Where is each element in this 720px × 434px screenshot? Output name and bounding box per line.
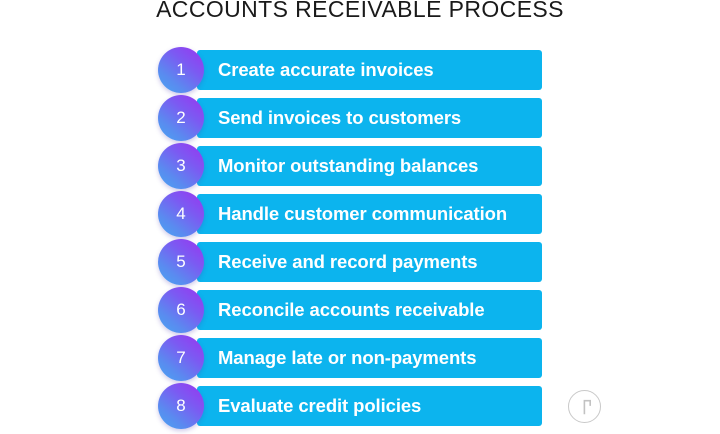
step-number-circle: 2 [158, 95, 204, 141]
step-label: Evaluate credit policies [218, 395, 422, 416]
step-number-circle: 4 [158, 191, 204, 237]
list-item[interactable]: 5 Receive and record payments [0, 239, 720, 285]
pointer-flag-icon[interactable] [568, 390, 601, 423]
step-number: 2 [176, 108, 186, 127]
step-number-circle: 3 [158, 143, 204, 189]
step-number-circle: 7 [158, 335, 204, 381]
step-number: 1 [176, 60, 186, 79]
step-number: 8 [176, 396, 186, 415]
step-number: 3 [176, 156, 186, 175]
step-number: 7 [176, 348, 186, 367]
list-item[interactable]: 2 Send invoices to customers [0, 95, 720, 141]
list-item[interactable]: 6 Reconcile accounts receivable [0, 287, 720, 333]
step-bar[interactable] [197, 386, 542, 426]
list-item[interactable]: 7 Manage late or non-payments [0, 335, 720, 381]
list-item[interactable]: 4 Handle customer communication [0, 191, 720, 237]
step-label: Handle customer communication [218, 203, 508, 224]
step-label: Send invoices to customers [218, 107, 462, 128]
step-bar[interactable] [197, 50, 542, 90]
process-step-list: 1 Create accurate invoices 2 Send invoic… [0, 47, 720, 434]
step-bar[interactable] [197, 98, 542, 138]
step-number: 4 [176, 204, 186, 223]
step-label: Receive and record payments [218, 251, 478, 272]
list-item[interactable]: 8 Evaluate credit policies [0, 383, 720, 429]
step-bar[interactable] [197, 290, 542, 330]
list-item[interactable]: 3 Monitor outstanding balances [0, 143, 720, 189]
step-number-circle: 1 [158, 47, 204, 93]
step-label: Manage late or non-payments [218, 347, 477, 368]
step-number-circle: 8 [158, 383, 204, 429]
step-label: Create accurate invoices [218, 59, 434, 80]
step-bar[interactable] [197, 194, 542, 234]
list-item[interactable]: 1 Create accurate invoices [0, 47, 720, 93]
step-bar[interactable] [197, 338, 542, 378]
step-number: 6 [176, 300, 186, 319]
page-title: ACCOUNTS RECEIVABLE PROCESS [156, 0, 564, 22]
step-bar[interactable] [197, 242, 542, 282]
step-number-circle: 6 [158, 287, 204, 333]
step-number: 5 [176, 252, 186, 271]
step-label: Monitor outstanding balances [218, 155, 479, 176]
step-label: Reconcile accounts receivable [218, 299, 485, 320]
step-number-circle: 5 [158, 239, 204, 285]
step-bar[interactable] [197, 146, 542, 186]
